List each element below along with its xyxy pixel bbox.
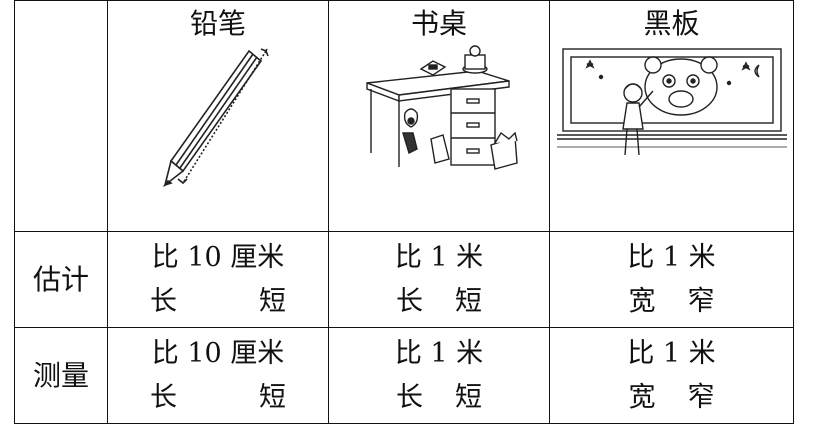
compare-text: 比 1 米 [394, 337, 484, 369]
column-blackboard: 黑板 [549, 0, 794, 232]
answer-cell[interactable]: 比 1 米 宽 窄 [549, 327, 794, 424]
option-text[interactable]: 宽 [628, 381, 656, 413]
option-text[interactable]: 短 [259, 285, 286, 317]
option-text[interactable]: 窄 [687, 285, 715, 317]
pencil-icon [162, 48, 269, 188]
options: 宽 窄 [550, 376, 793, 420]
answer-cell[interactable]: 比 1 米 长 短 [328, 327, 550, 424]
compare-text: 比 10 厘米 [151, 241, 285, 273]
option-text[interactable]: 短 [259, 381, 286, 413]
column-label: 书桌 [410, 7, 467, 40]
option-text[interactable]: 宽 [628, 285, 656, 317]
compare-text: 比 1 米 [394, 241, 484, 273]
option-text[interactable]: 短 [455, 285, 482, 317]
option-text[interactable]: 窄 [687, 381, 715, 413]
column-label: 黑板 [643, 7, 700, 40]
option-text[interactable]: 长 [396, 285, 423, 317]
answer-cell[interactable]: 比 1 米 宽 窄 [549, 231, 794, 328]
compare-text: 比 1 米 [627, 241, 716, 273]
options: 宽 窄 [550, 280, 793, 324]
option-text[interactable]: 长 [150, 285, 177, 317]
option-text[interactable]: 长 [396, 381, 423, 413]
column-pencil: 铅笔 [107, 0, 329, 232]
answer-cell[interactable]: 比 1 米 长 短 [328, 231, 550, 328]
row-label: 测量 [14, 327, 108, 424]
compare-text: 比 1 米 [627, 337, 716, 369]
options: 长 短 [108, 280, 328, 324]
options: 长 短 [108, 376, 328, 420]
header-row: 铅笔 书桌 [14, 0, 794, 232]
column-desk: 书桌 [328, 0, 550, 232]
worksheet-table: 铅笔 书桌 [14, 0, 794, 424]
answer-cell[interactable]: 比 10 厘米 长 短 [107, 327, 329, 424]
answer-cell[interactable]: 比 10 厘米 长 短 [107, 231, 329, 328]
compare-text: 比 10 厘米 [151, 337, 285, 369]
blackboard-icon [556, 48, 787, 156]
table-row: 测量 比 10 厘米 长 短 比 1 米 长 短 比 1 米 宽 窄 [14, 327, 794, 424]
desk-icon [366, 45, 518, 170]
options: 长 短 [329, 376, 549, 420]
corner-cell [14, 0, 108, 232]
option-text[interactable]: 短 [455, 381, 482, 413]
table-row: 估计 比 10 厘米 长 短 比 1 米 长 短 比 1 米 宽 窄 [14, 231, 794, 328]
column-label: 铅笔 [189, 7, 246, 40]
options: 长 短 [329, 280, 549, 324]
row-label: 估计 [14, 231, 108, 328]
option-text[interactable]: 长 [150, 381, 177, 413]
